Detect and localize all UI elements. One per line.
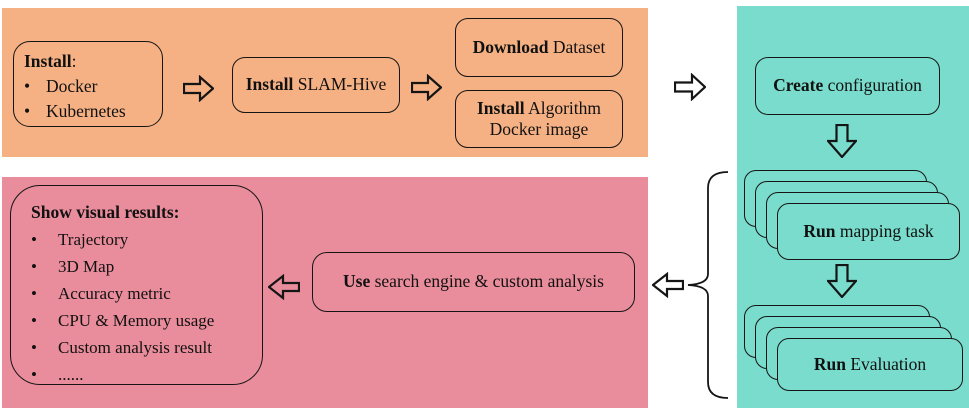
node-label: Install SLAM-Hive <box>246 74 387 95</box>
bullet-marker: • <box>31 257 37 276</box>
bullet-text: Kubernetes <box>46 101 126 121</box>
arrow-right-icon <box>674 73 706 101</box>
plain-text: : <box>71 51 77 71</box>
node-label: Run Evaluation <box>814 354 926 375</box>
arrow-left-icon <box>652 272 684 298</box>
node-label: Run mapping task <box>803 221 933 242</box>
bold-text: Run <box>803 221 836 241</box>
node-show-visual-results: Show visual results: • Trajectory • 3D Map… <box>10 185 263 385</box>
bold-text: Run <box>813 354 846 374</box>
node-install-prerequisites: Install: • Docker • Kubernetes <box>13 41 163 127</box>
node-run-mapping-task: Run mapping task <box>777 203 960 260</box>
node-label: Create configuration <box>773 75 922 96</box>
plain-text: Evaluation <box>845 354 927 374</box>
bullet-text: 3D Map <box>58 257 115 276</box>
node-title: Install: <box>24 49 77 74</box>
arrow-right-icon <box>183 75 214 102</box>
bullet-marker: • <box>31 284 37 303</box>
arrow-down-icon <box>827 124 857 158</box>
bold-text: Download <box>472 36 549 57</box>
bullet-marker: • <box>31 311 37 330</box>
bullet-marker: • <box>24 76 31 96</box>
bold-text: Install <box>24 51 72 71</box>
bullet-item: • 3D Map <box>31 253 114 280</box>
plain-text: Dataset <box>548 36 606 57</box>
node-label: Use search engine & custom analysis <box>343 271 604 292</box>
bullet-item: • Accuracy metric <box>31 280 171 307</box>
brace-icon <box>687 171 729 399</box>
bullet-item: • CPU & Memory usage <box>31 307 214 334</box>
bullet-item: • Trajectory <box>31 226 128 253</box>
bullet-text: Accuracy metric <box>58 284 171 303</box>
stack-run-mapping-tasks: Run mapping task <box>744 170 960 260</box>
node-use-search-analysis: Use search engine & custom analysis <box>312 252 635 312</box>
node-download-dataset: Download Dataset <box>455 18 623 77</box>
stack-run-evaluations: Run Evaluation <box>744 305 963 391</box>
plain-text: Algorithm <box>524 97 601 118</box>
bullet-text: CPU & Memory usage <box>58 311 215 330</box>
bullet-item: • Custom analysis result <box>31 334 212 361</box>
node-title: Show visual results: <box>31 202 180 222</box>
bold-text: Install <box>477 97 525 118</box>
node-label: Download Dataset <box>473 37 606 58</box>
bullet-marker: • <box>24 101 31 121</box>
bullet-text: Docker <box>46 76 98 96</box>
bold-text: Install <box>245 74 294 95</box>
arrow-right-icon <box>411 74 442 101</box>
plain-text: SLAM-Hive <box>293 74 387 95</box>
plain-text: Docker image <box>489 119 589 139</box>
bullet-item: • Docker <box>24 74 98 99</box>
bold-text: Create <box>773 75 824 96</box>
bullet-text: Trajectory <box>58 230 129 249</box>
node-install-slam-hive: Install SLAM-Hive <box>232 57 400 113</box>
arrow-left-icon <box>268 274 300 300</box>
plain-text: search engine & custom analysis <box>370 271 604 292</box>
plain-text: configuration <box>823 75 922 96</box>
arrow-down-icon <box>827 264 857 298</box>
bullet-marker: • <box>31 230 37 249</box>
bullet-item: • Kubernetes <box>24 99 126 124</box>
plain-text: mapping task <box>835 221 934 241</box>
bullet-marker: • <box>31 365 37 384</box>
bold-text: Use <box>343 271 371 292</box>
node-create-configuration: Create configuration <box>755 57 940 115</box>
bullet-text: Custom analysis result <box>58 338 212 357</box>
bullet-item: •...... <box>31 361 84 388</box>
bullet-marker: • <box>31 338 37 357</box>
node-run-evaluation: Run Evaluation <box>777 338 963 391</box>
bullet-text: ...... <box>58 365 84 384</box>
